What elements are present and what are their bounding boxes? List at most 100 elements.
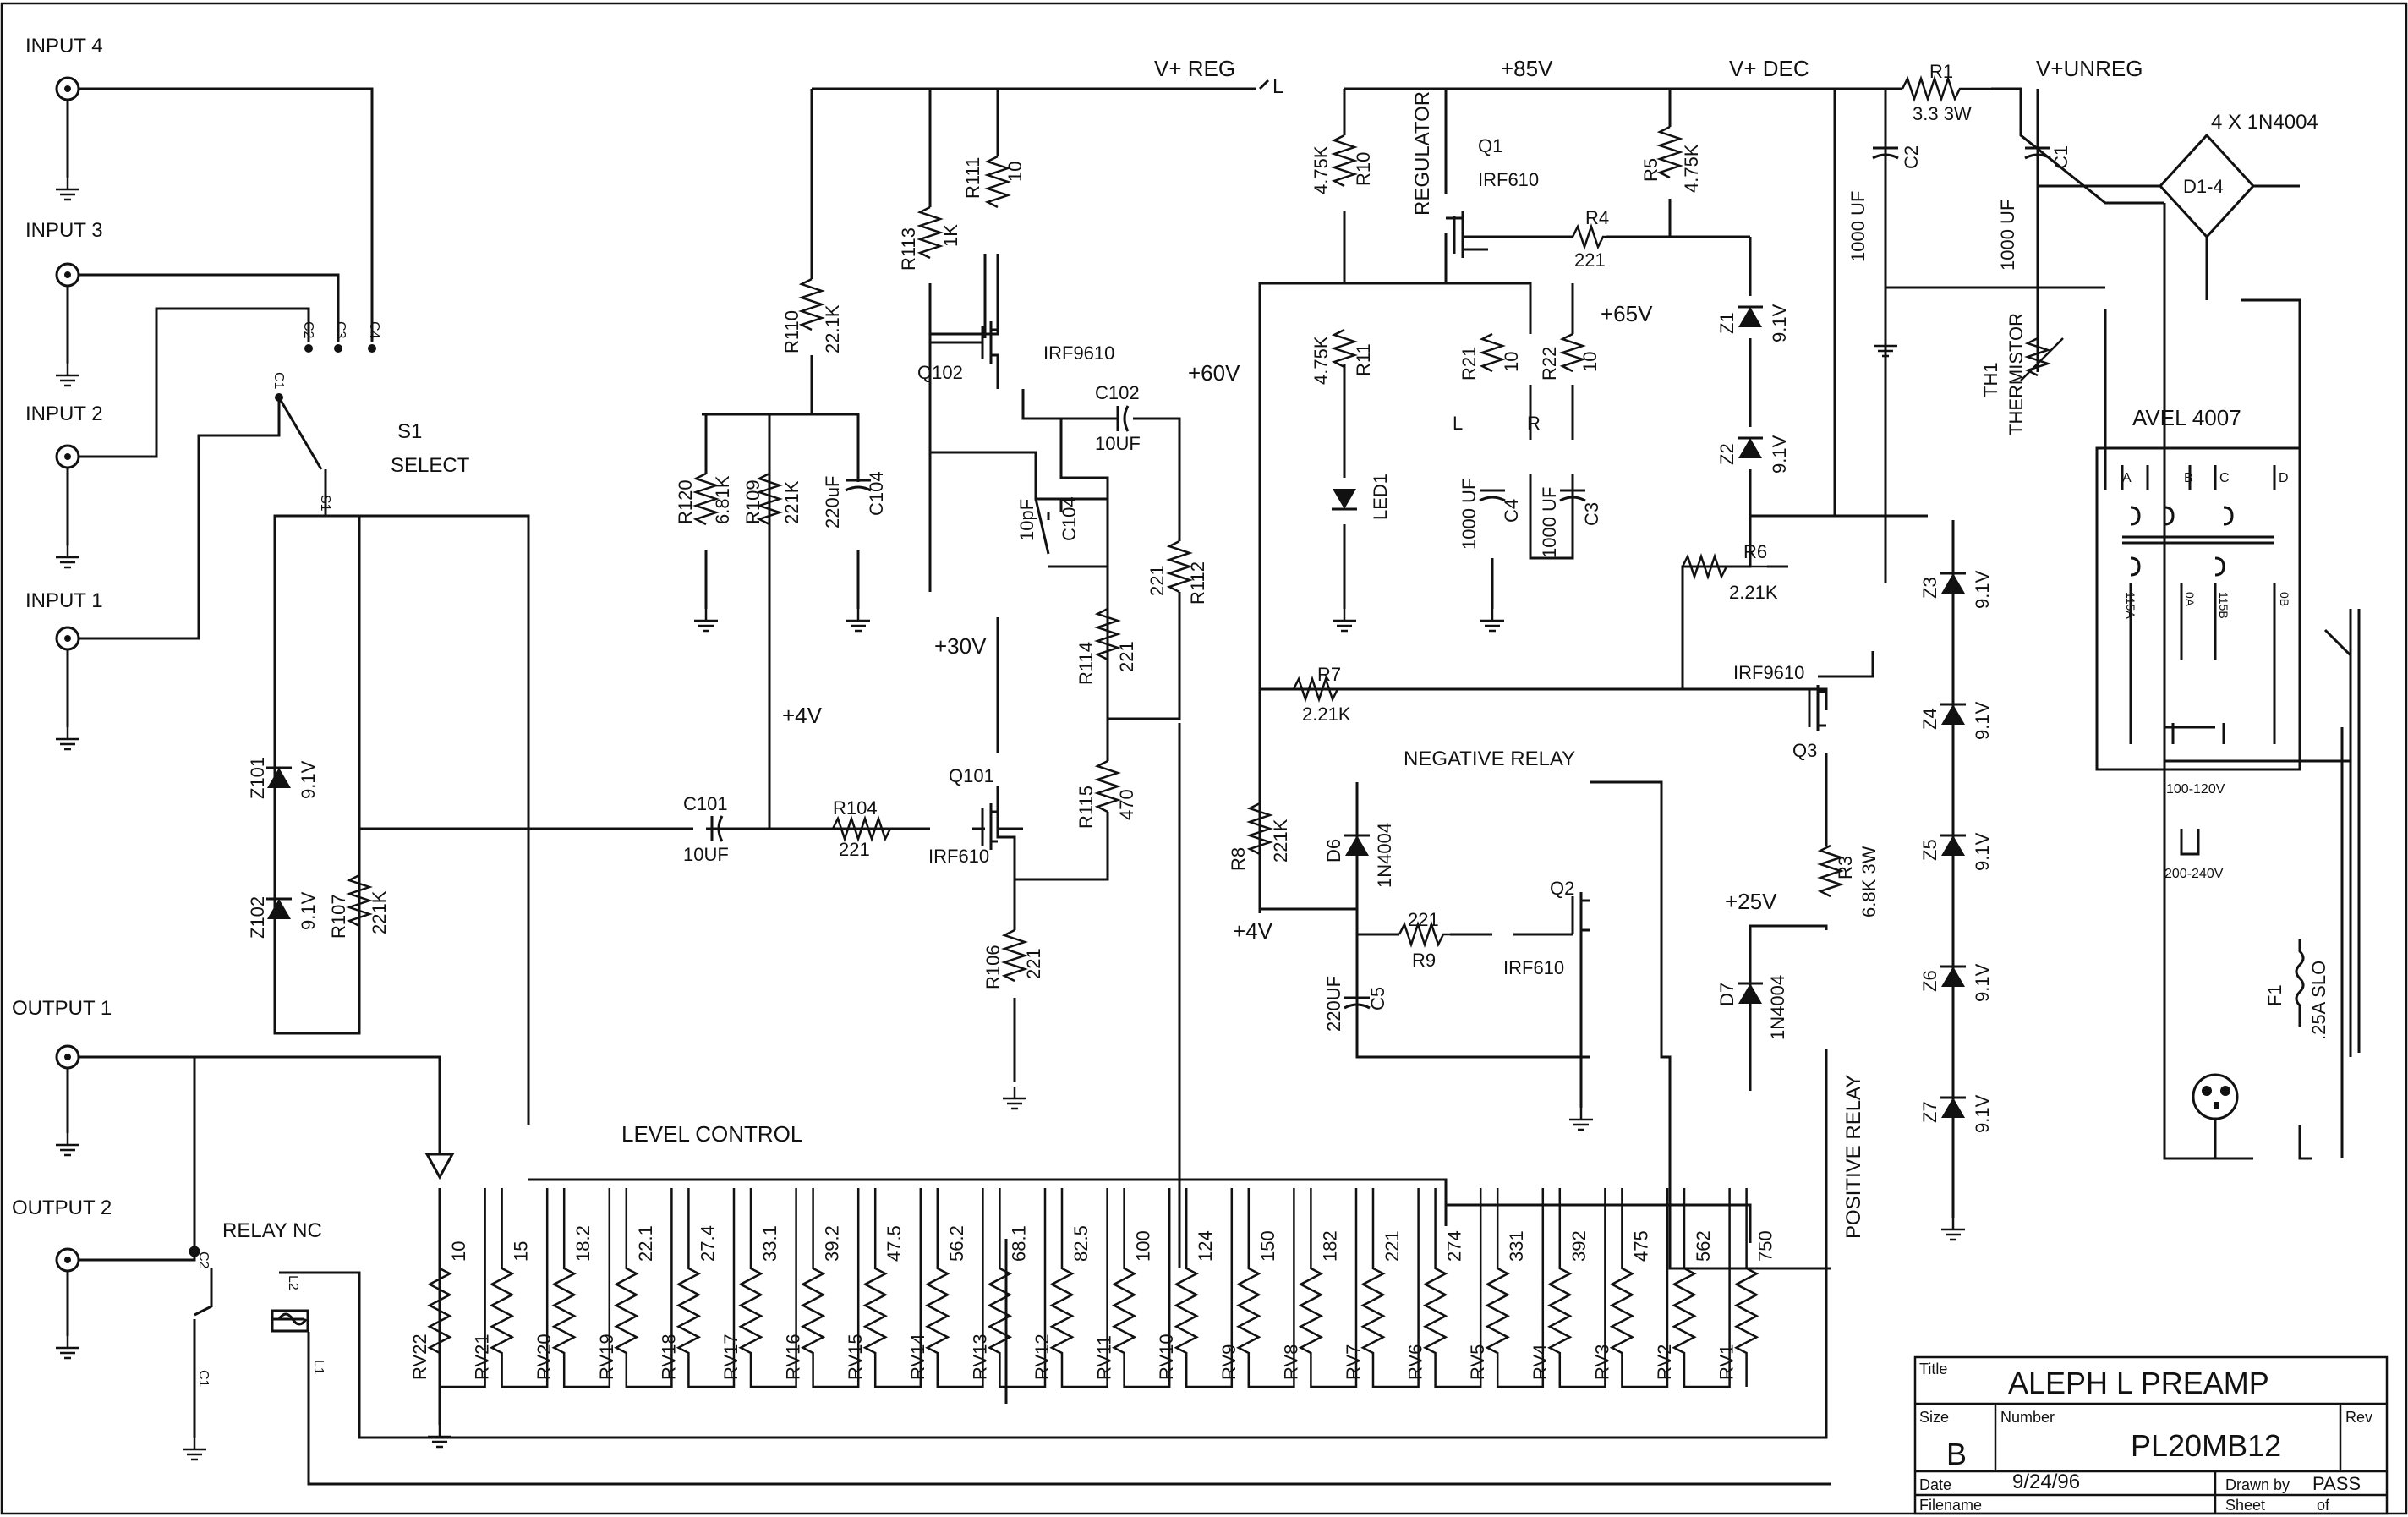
input-4-jack[interactable]: [55, 76, 80, 101]
level-resistor-ref: RV7: [1343, 1344, 1364, 1380]
voltage-selector: [2129, 660, 2276, 856]
r120-value: 6.81K: [712, 475, 733, 524]
zener-value: 9.1V: [1972, 832, 1993, 871]
r115-resistor: [1094, 759, 1121, 813]
ac-inlet-icon: [2192, 1073, 2239, 1158]
level-resistor-ref: RV21: [472, 1334, 493, 1380]
input-3-jack[interactable]: [55, 262, 80, 288]
r21-ref: R21: [1458, 347, 1480, 381]
drawn-by-label: Drawn by: [2225, 1476, 2290, 1493]
r1-ref: R1: [1929, 61, 1953, 82]
led1-diode: [1330, 487, 1359, 511]
level-resistor-ref: RV13: [969, 1334, 990, 1380]
vunreg-label: V+UNREG: [2036, 56, 2143, 81]
level-resistor-value: 750: [1755, 1230, 1776, 1262]
level-resistor-value: 27.4: [697, 1225, 718, 1262]
drawing-title: ALEPH L PREAMP: [2008, 1366, 2269, 1400]
tap-a: A: [2122, 471, 2132, 485]
r114-ref: R114: [1075, 642, 1097, 685]
l-tag: L: [1272, 75, 1283, 98]
level-resistor-value: 33.1: [759, 1225, 780, 1262]
r104-value: 221: [839, 839, 870, 860]
c2-value: 1000 UF: [1847, 191, 1869, 262]
d6-value: 1N4004: [1374, 823, 1395, 888]
switch-c2-label: C2: [301, 321, 315, 339]
v85-label: +85V: [1501, 56, 1553, 81]
r120-resistor: [692, 472, 720, 526]
r4-ref: R4: [1585, 207, 1609, 228]
v60-label: +60V: [1188, 360, 1240, 386]
c102-ref: C102: [1095, 382, 1140, 403]
output-1-jack[interactable]: [55, 1044, 80, 1070]
r4-value: 221: [1574, 249, 1606, 271]
output-2-jack[interactable]: [55, 1247, 80, 1273]
d7-value: 1N4004: [1767, 975, 1788, 1040]
r10-resistor: [1331, 134, 1358, 188]
r109-resistor: [756, 472, 783, 526]
positive-relay-label: POSITIVE RELAY: [1842, 1075, 1865, 1239]
zener-value: 9.1V: [1972, 963, 1993, 1002]
input-2-jack[interactable]: [55, 444, 80, 469]
level-resistor-value: 182: [1319, 1230, 1340, 1262]
r104-resistor: [831, 815, 913, 842]
r115-ref: R115: [1075, 786, 1097, 829]
input-1-jack[interactable]: [55, 626, 80, 651]
bridge-label: 4 X 1N4004: [2211, 111, 2318, 134]
q101-ref: Q101: [949, 765, 994, 786]
v30-label: +30V: [934, 633, 987, 659]
v4a-label: +4V: [782, 703, 823, 728]
switch-c1-label: C1: [271, 372, 286, 390]
led1-label: LED1: [1370, 474, 1391, 520]
r120-ref: R120: [675, 479, 696, 524]
r11-resistor: [1331, 328, 1358, 369]
zener-ref: Z7: [1919, 1101, 1940, 1123]
r112-resistor: [1166, 539, 1193, 594]
z1-ref: Z1: [1716, 312, 1738, 334]
level-resistor-ref: RV4: [1530, 1344, 1551, 1380]
q102-ref: Q102: [917, 362, 963, 383]
level-resistor-ref: RV3: [1591, 1344, 1612, 1380]
r109-value: 221K: [781, 480, 802, 524]
r8-resistor: [1246, 802, 1273, 856]
r109-ref: R109: [742, 479, 763, 524]
c1-value: 1000 UF: [1997, 200, 2018, 271]
r111-resistor: [984, 155, 1011, 209]
th1-label: THERMISTOR: [2006, 313, 2027, 435]
level-resistor-ref: RV20: [534, 1334, 555, 1380]
r21-value: 10: [1501, 352, 1522, 372]
tap-d: D: [2279, 471, 2289, 485]
q2-part: IRF610: [1503, 957, 1564, 978]
r1-value: 3.3 3W: [1913, 103, 1972, 124]
r5-value: 4.75K: [1681, 144, 1702, 193]
z2-zener: [1736, 436, 1765, 460]
th1-thermistor: [2020, 337, 2064, 381]
level-resistor-ref: RV9: [1218, 1344, 1240, 1380]
level-resistor-ref: RV11: [1094, 1335, 1115, 1380]
c5-ref: C5: [1367, 987, 1388, 1010]
f1-ref: F1: [2264, 984, 2285, 1006]
r7-value: 2.21K: [1302, 704, 1351, 725]
r113-ref: R113: [898, 227, 919, 271]
zener-value: 9.1V: [1972, 1094, 1993, 1133]
regulator-label: REGULATOR: [1411, 91, 1434, 216]
level-resistor-value: 22.1: [635, 1225, 656, 1262]
switch-c4-label: C4: [367, 321, 381, 339]
input-4-label: INPUT 4: [25, 35, 103, 58]
level-resistor-value: 475: [1630, 1230, 1651, 1262]
level-resistor-value: 100: [1133, 1230, 1154, 1262]
level-resistor-ref: RV16: [783, 1334, 804, 1380]
r114-value: 221: [1116, 641, 1137, 672]
r112-value: 221: [1147, 565, 1168, 596]
r7-ref: R7: [1317, 664, 1341, 685]
level-resistor-ref: RV14: [907, 1334, 928, 1380]
level-resistor-value: 150: [1257, 1230, 1278, 1262]
